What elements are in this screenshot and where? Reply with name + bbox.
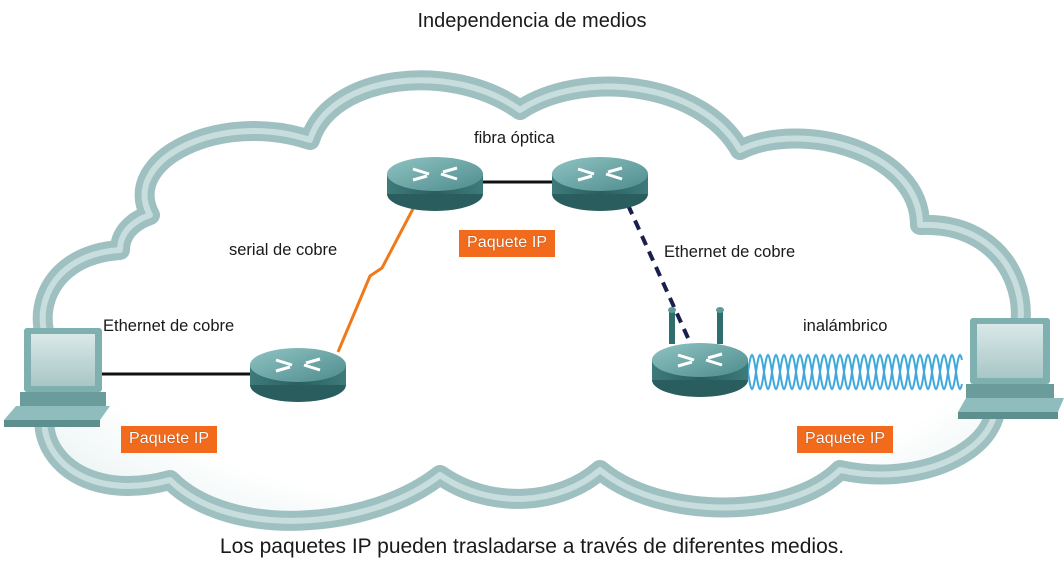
wireless-router bbox=[652, 307, 748, 397]
ethernet-right-label: Ethernet de cobre bbox=[664, 243, 796, 261]
packet-badge-left: Paquete IP bbox=[121, 426, 218, 453]
wireless-waves bbox=[747, 353, 963, 391]
fiber-label: fibra óptica bbox=[474, 129, 555, 147]
diagram-title: Independencia de medios bbox=[417, 10, 647, 32]
pc-right-icon bbox=[958, 318, 1064, 419]
router-left bbox=[250, 348, 346, 402]
packet-badge-right: Paquete IP bbox=[797, 426, 894, 453]
router-top-left bbox=[387, 157, 483, 211]
ethernet-link-right bbox=[626, 204, 690, 339]
packet-badge-top: Paquete IP bbox=[459, 230, 556, 257]
diagram-caption: Los paquetes IP pueden trasladarse a tra… bbox=[219, 535, 845, 558]
ethernet-left-label: Ethernet de cobre bbox=[103, 317, 235, 335]
wireless-label: inalámbrico bbox=[803, 317, 888, 335]
serial-link bbox=[336, 204, 417, 353]
pc-left-icon bbox=[4, 328, 110, 427]
serial-label: serial de cobre bbox=[229, 241, 338, 259]
router-top-right bbox=[552, 157, 648, 211]
